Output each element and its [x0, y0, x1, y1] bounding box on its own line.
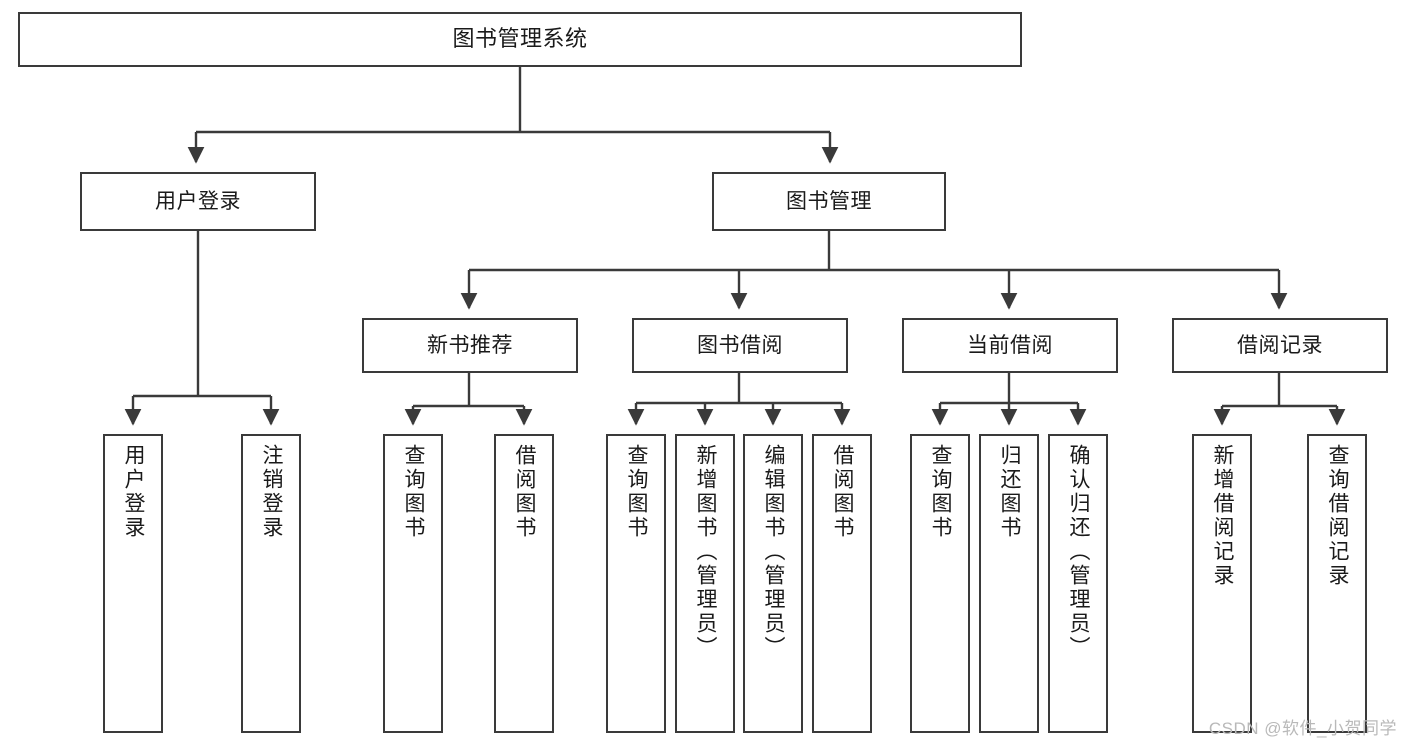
node-leaf-add-book[interactable]: 新增图书（管理员） [675, 434, 735, 733]
node-leaf-query-record[interactable]: 查询借阅记录 [1307, 434, 1367, 733]
node-book-manage-label: 图书管理 [786, 189, 872, 213]
node-leaf-add-book-label: 新增图书（管理员） [694, 444, 718, 660]
node-leaf-user-login[interactable]: 用户登录 [103, 434, 163, 733]
node-user-login[interactable]: 用户登录 [80, 172, 316, 231]
node-leaf-borrow-book-2[interactable]: 借阅图书 [812, 434, 872, 733]
node-leaf-edit-book-label: 编辑图书（管理员） [762, 444, 786, 660]
node-leaf-query-book-1[interactable]: 查询图书 [383, 434, 443, 733]
node-leaf-query-book-3-label: 查询图书 [929, 444, 953, 540]
node-leaf-borrow-book-2-label: 借阅图书 [831, 444, 855, 540]
node-leaf-return-book[interactable]: 归还图书 [979, 434, 1039, 733]
node-user-login-label: 用户登录 [155, 189, 241, 213]
node-borrow-record-label: 借阅记录 [1237, 333, 1323, 357]
node-leaf-user-login-label: 用户登录 [122, 444, 146, 540]
node-book-manage[interactable]: 图书管理 [712, 172, 946, 231]
node-leaf-query-book-3[interactable]: 查询图书 [910, 434, 970, 733]
node-book-borrow-label: 图书借阅 [697, 333, 783, 357]
node-book-borrow[interactable]: 图书借阅 [632, 318, 848, 373]
node-leaf-borrow-book-1-label: 借阅图书 [513, 444, 537, 540]
node-borrow-record[interactable]: 借阅记录 [1172, 318, 1388, 373]
node-current-borrow[interactable]: 当前借阅 [902, 318, 1118, 373]
node-leaf-add-record-label: 新增借阅记录 [1211, 444, 1235, 588]
node-leaf-borrow-book-1[interactable]: 借阅图书 [494, 434, 554, 733]
node-current-borrow-label: 当前借阅 [967, 333, 1053, 357]
node-leaf-query-book-2[interactable]: 查询图书 [606, 434, 666, 733]
node-leaf-logout[interactable]: 注销登录 [241, 434, 301, 733]
node-leaf-confirm-return-label: 确认归还（管理员） [1067, 444, 1091, 660]
watermark: CSDN @软件_小贺同学 [1208, 719, 1397, 738]
node-leaf-edit-book[interactable]: 编辑图书（管理员） [743, 434, 803, 733]
node-leaf-logout-label: 注销登录 [260, 444, 284, 540]
node-leaf-query-book-1-label: 查询图书 [402, 444, 426, 540]
node-root-label: 图书管理系统 [452, 26, 588, 52]
node-new-book-recommend[interactable]: 新书推荐 [362, 318, 578, 373]
node-root[interactable]: 图书管理系统 [18, 12, 1022, 67]
node-leaf-add-record[interactable]: 新增借阅记录 [1192, 434, 1252, 733]
node-leaf-query-book-2-label: 查询图书 [625, 444, 649, 540]
node-leaf-query-record-label: 查询借阅记录 [1326, 444, 1350, 588]
node-leaf-confirm-return[interactable]: 确认归还（管理员） [1048, 434, 1108, 733]
node-new-book-recommend-label: 新书推荐 [427, 333, 513, 357]
node-leaf-return-book-label: 归还图书 [998, 444, 1022, 540]
